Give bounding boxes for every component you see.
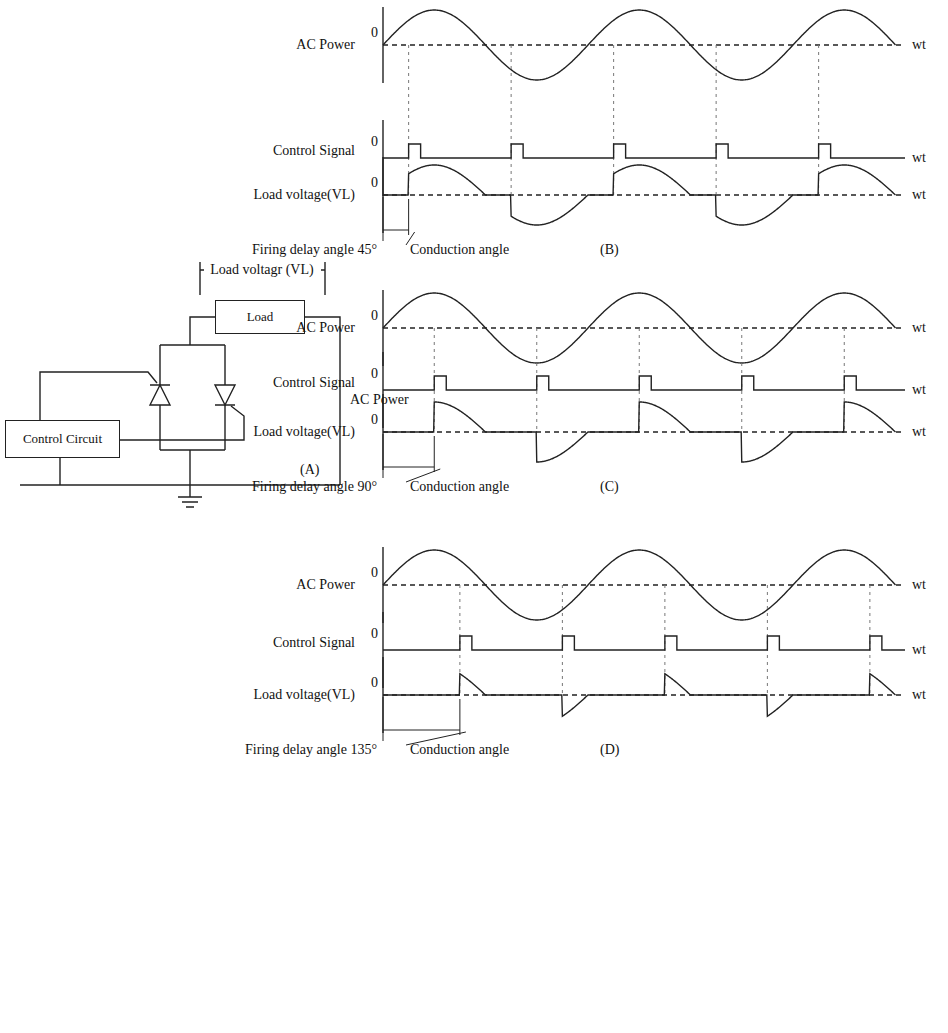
axis-zero: 0 (371, 626, 378, 641)
axis-zero: 0 (371, 366, 378, 381)
voltage-label: Load voltagr (VL) (210, 262, 313, 277)
control-circuit-box: Control Circuit (5, 420, 120, 458)
angle-label: Firing delay angle 90° (252, 479, 377, 494)
ground-symbol (178, 497, 202, 507)
axis-label: wt (912, 687, 926, 702)
guide-line (818, 45, 819, 195)
axis-zero: 0 (371, 565, 378, 580)
figure-label: (B) (600, 242, 619, 257)
load-waveform (383, 402, 896, 462)
signal-label: Load voltage(VL) (254, 687, 355, 702)
angle-bracket (383, 730, 460, 731)
axis-zero: 0 (371, 675, 378, 690)
axis-line (383, 194, 905, 195)
wire (305, 317, 340, 485)
axis-zero: 0 (371, 25, 378, 40)
signal-label: Control Signal (273, 143, 355, 158)
source-label: AC Power (350, 392, 409, 407)
axis-label: wt (912, 382, 926, 397)
gate-wire (120, 406, 244, 440)
thyristor-symbol (150, 345, 170, 450)
axis-zero: 0 (371, 412, 378, 427)
control-pulse-train (383, 636, 905, 650)
leader-line (383, 697, 384, 741)
control-pulse-train (383, 376, 905, 390)
angle-bracket (383, 467, 434, 468)
angle-label: Firing delay angle 135° (245, 742, 377, 757)
angle-label: Conduction angle (410, 479, 509, 494)
leader-line (383, 434, 384, 478)
signal-label: Load voltage(VL) (254, 187, 355, 202)
axis-label: wt (912, 150, 926, 165)
signal-label: AC Power (296, 320, 355, 335)
box-label: Control Circuit (23, 431, 102, 447)
wire (160, 344, 225, 345)
axis-label: wt (912, 642, 926, 657)
wire (160, 449, 225, 450)
load-box: Load (215, 300, 305, 334)
guide-line (511, 45, 512, 195)
thyristor-symbol (215, 385, 235, 405)
figure-label: (D) (600, 742, 619, 757)
waveforms (383, 7, 905, 745)
axis-line (383, 44, 905, 45)
axis-zero: 0 (371, 308, 378, 323)
wire (59, 458, 60, 485)
thyristor-symbol (215, 345, 235, 450)
axis-label: wt (912, 424, 926, 439)
signal-label: AC Power (296, 577, 355, 592)
signal-label: Control Signal (273, 635, 355, 650)
angle-label: Firing delay angle 45° (252, 242, 377, 257)
axis-label: wt (912, 320, 926, 335)
axis-line (383, 584, 905, 585)
axis-label: wt (912, 187, 926, 202)
guide-line (408, 45, 409, 195)
figure-label: (A) (300, 462, 319, 477)
control-pulse-train (383, 144, 905, 158)
angle-bracket (383, 230, 409, 231)
guide-line (613, 45, 614, 195)
axis-line (383, 327, 905, 328)
thyristor-symbol (150, 385, 170, 405)
angle-label: Conduction angle (410, 742, 509, 757)
axis-label: wt (912, 577, 926, 592)
signal-label: Control Signal (273, 375, 355, 390)
signal-label: AC Power (296, 37, 355, 52)
wire (190, 317, 215, 345)
load-waveform (383, 165, 896, 225)
gate-wire (40, 372, 157, 420)
box-label: Load (247, 309, 274, 325)
axis-zero: 0 (371, 175, 378, 190)
wire (189, 450, 190, 497)
leader-line (383, 197, 384, 241)
guide-line (716, 45, 717, 195)
angle-label: Conduction angle (410, 242, 509, 257)
axis-zero: 0 (371, 134, 378, 149)
figure-label: (C) (600, 479, 619, 494)
signal-label: Load voltage(VL) (254, 424, 355, 439)
voltage-bracket (200, 262, 325, 295)
axis-label: wt (912, 37, 926, 52)
